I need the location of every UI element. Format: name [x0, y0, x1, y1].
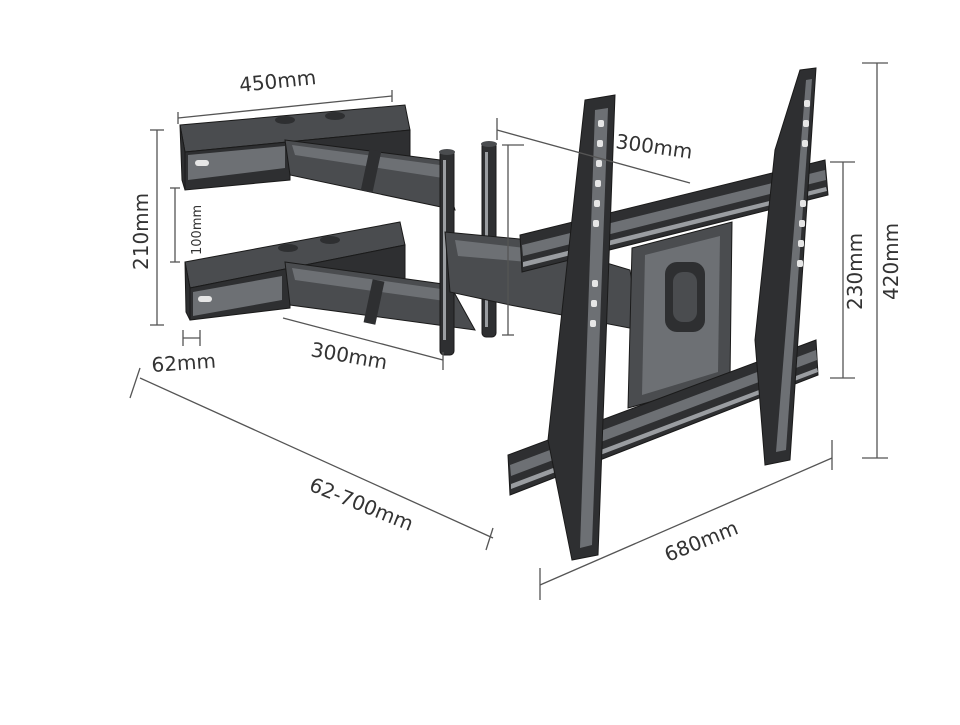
bolt [278, 244, 298, 252]
bolt [320, 236, 340, 244]
tv-wall-mount-illustration [179, 67, 829, 561]
lower-swing-arm [284, 261, 476, 331]
label-wall-plate-height: 210mm [129, 193, 153, 270]
right-vertical-bracket [754, 67, 817, 466]
label-total-height: 420mm [879, 223, 903, 300]
label-wall-plate-width: 450mm [238, 65, 317, 97]
left-vertical-bracket [547, 94, 616, 561]
upper-swing-arm [284, 139, 456, 211]
label-arm-offset: 300mm [614, 129, 694, 164]
label-extension-range: 62-700mm [306, 472, 417, 535]
label-plate-gap: 100mm [190, 205, 205, 255]
dimension-lines [129, 62, 888, 600]
label-vesa-height: 230mm [843, 233, 867, 310]
label-rail-width: 680mm [661, 515, 742, 566]
mounting-holes [590, 120, 604, 327]
bolt [275, 116, 295, 124]
label-wall-depth: 62mm [151, 349, 217, 377]
bolt [325, 112, 345, 120]
mounting-holes [797, 100, 810, 267]
slot-hole [198, 296, 212, 302]
vesa-center-plate [627, 221, 733, 409]
slot-hole [195, 160, 209, 166]
